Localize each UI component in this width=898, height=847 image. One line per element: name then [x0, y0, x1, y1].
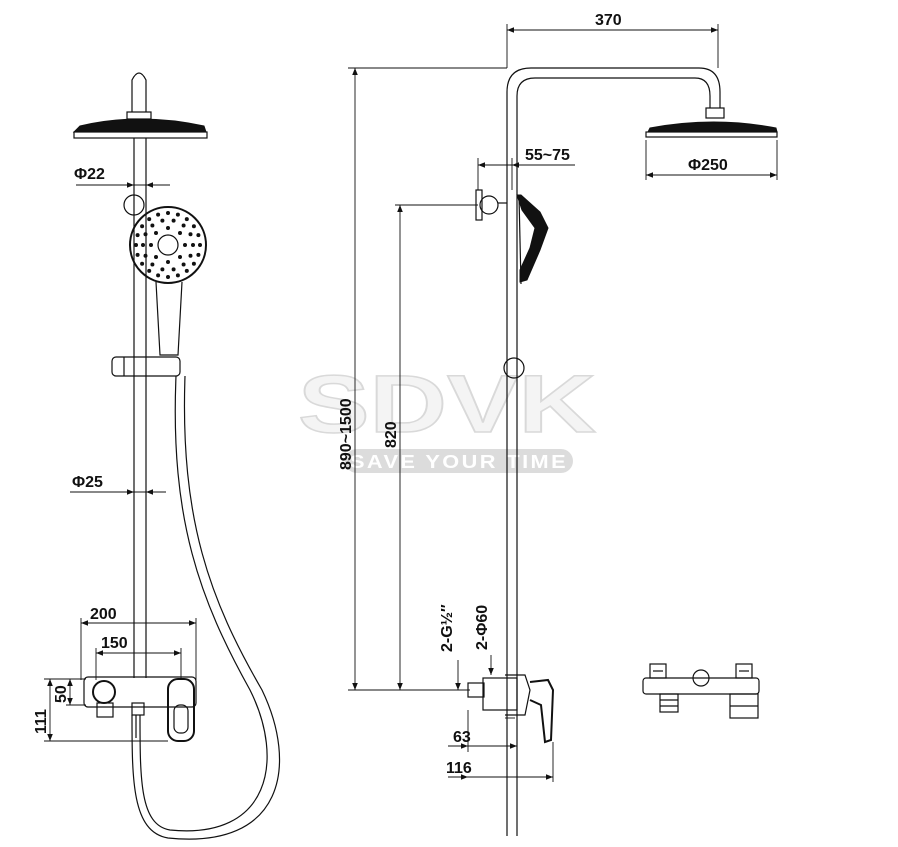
side-hand-shower-stem	[518, 195, 522, 285]
dim-820: 820	[383, 421, 400, 448]
rain-head-neck	[126, 111, 152, 120]
rain-head-cap	[131, 72, 147, 112]
nozzle-dot	[166, 226, 170, 230]
wall-bracket-ring	[479, 195, 499, 215]
watermark-tagline: SAVE YOUR TIME	[350, 452, 568, 472]
dim-50: 50	[53, 685, 70, 703]
detail-body	[642, 677, 760, 695]
nozzle-dot	[166, 260, 170, 264]
dim-cover-diameter: 2-Φ60	[474, 605, 491, 650]
dim-370: 370	[595, 12, 622, 29]
dim-890-1500: 890~1500	[338, 398, 355, 470]
mixer-handle	[167, 678, 195, 742]
dim-150: 150	[101, 635, 128, 652]
detail-left-outlet	[659, 693, 679, 713]
nozzle-dot	[175, 212, 180, 217]
rain-head	[72, 118, 207, 133]
hose-outer	[139, 375, 268, 832]
watermark: SDVK SAVE YOUR TIME	[297, 358, 597, 473]
hand-shower-nozzles	[134, 211, 202, 279]
dim-63: 63	[453, 729, 471, 746]
nozzle-dot	[156, 212, 161, 217]
nozzle-dot	[198, 243, 202, 247]
dim-phi25: Φ25	[72, 474, 103, 491]
dim-phi22: Φ22	[74, 166, 105, 183]
nozzle-dot	[140, 224, 145, 229]
nozzle-dot	[191, 261, 196, 266]
mixer-bottom-outlet	[131, 702, 145, 716]
nozzle-dot	[147, 217, 152, 222]
nozzle-dot	[196, 233, 201, 238]
nozzle-dot	[135, 252, 140, 257]
nozzle-dot	[178, 255, 182, 259]
nozzle-dot	[154, 231, 158, 235]
nozzle-dot	[166, 211, 170, 215]
nozzle-dot	[171, 218, 176, 223]
nozzle-dot	[191, 224, 196, 229]
mixer-handle-slot	[173, 704, 189, 734]
mixer-detail	[642, 663, 760, 719]
front-view: Φ22 Φ25 200 150 50 111	[33, 72, 281, 840]
nozzle-dot	[166, 275, 170, 279]
hand-shower-handle	[155, 281, 183, 356]
rain-head-plate	[73, 131, 208, 139]
watermark-brand: SDVK	[298, 359, 596, 450]
nozzle-dot	[150, 262, 155, 267]
side-hand-shower	[516, 194, 549, 283]
dim-200: 200	[90, 606, 117, 623]
side-rain-head	[647, 121, 778, 133]
nozzle-dot	[134, 243, 138, 247]
nozzle-dot	[147, 268, 152, 273]
nozzle-dot	[141, 243, 145, 247]
side-mixer-handle	[529, 678, 555, 744]
dim-111: 111	[33, 709, 50, 734]
hand-shower-center	[157, 234, 179, 256]
nozzle-dot	[140, 261, 145, 266]
mixer-body	[83, 676, 197, 708]
nozzle-dot	[196, 252, 201, 257]
nozzle-dot	[150, 223, 155, 228]
hose-inner	[131, 375, 281, 840]
side-slider	[503, 357, 525, 379]
dim-5575: 55~75	[525, 147, 570, 164]
rail-slider	[111, 356, 181, 377]
rail-hook	[123, 194, 145, 216]
mixer-left-outlet	[96, 702, 114, 718]
dim-phi250: Φ250	[688, 157, 728, 174]
nozzle-dot	[143, 232, 148, 237]
side-mixer-body	[482, 677, 518, 711]
dim-inlet-thread: 2-G½″	[439, 604, 456, 652]
nozzle-dot	[154, 255, 158, 259]
nozzle-dot	[143, 253, 148, 258]
nozzle-dot	[183, 243, 187, 247]
nozzle-dot	[175, 273, 180, 278]
nozzle-dot	[160, 218, 165, 223]
hand-shower-face	[129, 206, 207, 284]
nozzle-dot	[188, 253, 193, 258]
nozzle-dot	[181, 223, 186, 228]
nozzle-dot	[160, 267, 165, 272]
side-view: 370 Φ250 55~75 890~1500 820 2-G½″ 2-Φ60 …	[338, 12, 778, 836]
nozzle-dot	[191, 243, 195, 247]
mixer-left-knob	[92, 680, 116, 704]
nozzle-dot	[184, 268, 189, 273]
side-mixer-cover	[505, 674, 531, 716]
nozzle-dot	[188, 232, 193, 237]
dim-116: 116	[446, 760, 472, 777]
arm-connector	[705, 107, 725, 119]
nozzle-dot	[135, 233, 140, 238]
riser-arm-inner	[516, 77, 711, 836]
nozzle-dot	[178, 231, 182, 235]
nozzle-dot	[156, 273, 161, 278]
nozzle-dot	[181, 262, 186, 267]
nozzle-dot	[149, 243, 153, 247]
nozzle-dot	[171, 267, 176, 272]
nozzle-dot	[184, 217, 189, 222]
side-rain-head-plate	[645, 131, 778, 138]
side-mixer-inlet	[467, 682, 485, 698]
riser-arm-outer	[506, 67, 721, 836]
